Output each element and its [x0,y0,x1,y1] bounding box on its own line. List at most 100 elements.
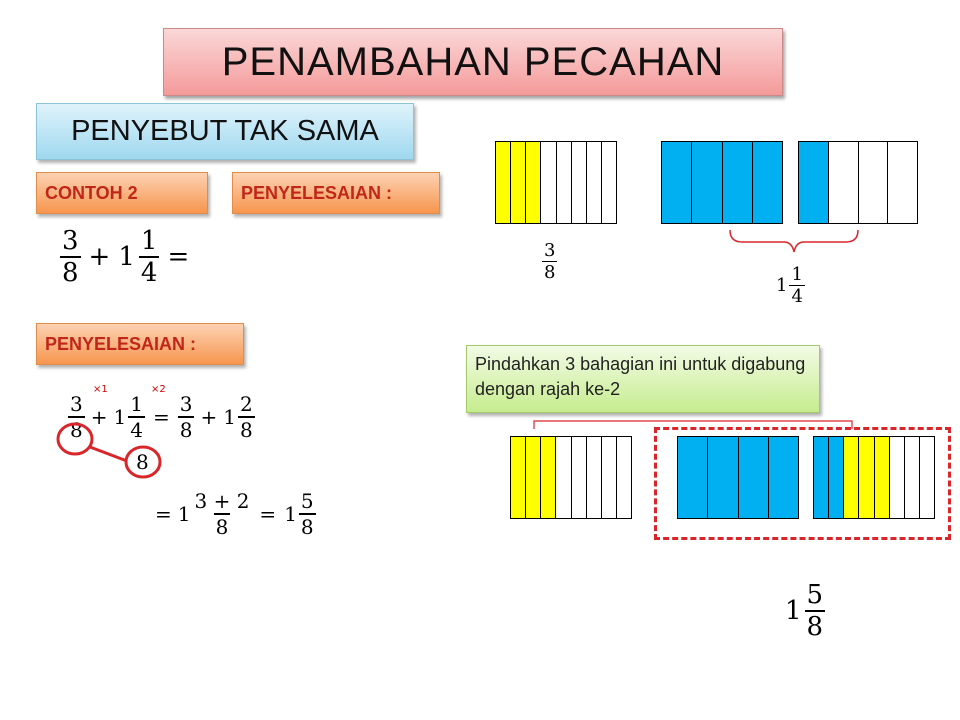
top-a-cell [526,142,542,223]
question-plus: + [88,242,111,272]
strip-three-eighths [495,141,617,224]
solution-label-left: PENYELESAIAN : [36,323,244,365]
work2-eq: = [155,502,172,526]
label-3-8-num: 3 [544,240,556,261]
work2-frac: 3 + 2 8 [193,489,252,539]
work-d-den: 8 [237,416,255,442]
multiplier-2: ×2 [151,384,166,395]
circle-den-8 [56,422,94,456]
page-title: PENAMBAHAN PECAHAN [163,28,783,96]
work-d-whole: 1 [223,405,236,429]
work-c-num: 3 [179,392,193,416]
bot-c-cell [829,437,845,518]
top-b-cell [662,142,693,223]
work-plus2: + [200,405,218,429]
result-fraction: 1 5 8 [785,580,826,642]
result-whole: 1 [785,596,802,626]
question-den2: 4 [138,256,160,288]
multiplier-1: ×1 [93,384,108,395]
work2-frac2: 5 8 [298,489,316,539]
dashed-group-frame [654,427,951,540]
result-den: 8 [804,610,826,642]
bot-a-cell [571,437,587,518]
bot-a-cell [511,437,527,518]
question-num: 3 [62,226,79,256]
work2-whole2: 1 [284,502,297,526]
top-c-cell [799,142,829,223]
work2-den: 8 [213,513,231,539]
question-whole: 1 [118,242,135,272]
solution-label-top: PENYELESAIAN : [232,172,440,214]
label-1-1-4-whole: 1 [776,275,788,296]
bot-c-cell [844,437,860,518]
work-frac-b: 1 4 [128,392,145,442]
top-c-cell [858,142,889,223]
work2-den2: 8 [298,513,316,539]
strip-whole-one [661,141,783,224]
work-frac-d: 2 8 [237,392,255,442]
work-c-den: 8 [177,416,195,442]
working-line-1: 3 8 + 1 1 4 = 3 8 + 1 2 8 [68,392,255,442]
brace [729,229,859,253]
work-frac-c: 3 8 [177,392,195,442]
top-a-cell [556,142,572,223]
lcd-value: 8 [136,450,149,474]
bot-a-cell [601,437,617,518]
bot-b-cell [678,437,709,518]
label-1-1-4-num: 1 [791,264,803,285]
top-c-cell [888,142,917,223]
top-a-cell [496,142,512,223]
top-b-cell [692,142,723,223]
label-three-eighths: 3 8 [542,240,558,283]
question-fraction-b: 1 4 [138,226,160,288]
bot-a-cell [556,437,572,518]
strip-moved-parts [510,436,632,519]
result-num: 5 [806,580,824,610]
strip-one-quarter [798,141,918,224]
question-equals: = [167,242,190,272]
lcd-circles [56,422,162,479]
top-b-cell [722,142,753,223]
note-bracket [533,420,853,429]
work-d-num: 2 [239,392,253,416]
work-b-den: 4 [128,416,145,442]
strip-bottom-whole [677,436,799,519]
top-a-cell [601,142,616,223]
note-callout: Pindahkan 3 bahagian ini untuk digabung … [466,345,820,413]
bot-c-cell [919,437,934,518]
working-line-2: = 1 3 + 2 8 = 1 5 8 [155,489,316,539]
label-one-quarter: 1 1 4 [776,264,805,307]
bot-a-cell [586,437,602,518]
work-plus: + [90,405,108,429]
top-c-cell [828,142,859,223]
bot-a-cell [616,437,631,518]
example-label: CONTOH 2 [36,172,208,214]
bot-b-cell [738,437,769,518]
top-a-cell [541,142,557,223]
strip-combined [813,436,935,519]
bot-c-cell [814,437,830,518]
work2-whole: 1 [177,502,191,526]
bot-c-cell [859,437,875,518]
work-a-num: 3 [70,392,83,416]
bot-c-cell [904,437,920,518]
question-expression: 3 8 + 1 1 4 = [60,226,189,288]
question-num2: 1 [140,226,158,256]
bot-a-cell [526,437,542,518]
circle-connector [89,445,128,463]
label-1-1-4-den: 4 [789,285,805,307]
bot-c-cell [874,437,890,518]
top-b-cell [752,142,782,223]
top-a-cell [586,142,602,223]
work-b-whole: 1 [113,405,127,429]
bot-b-cell [768,437,798,518]
work-eq: = [152,405,170,429]
top-a-cell [511,142,527,223]
label-3-8-den: 8 [542,261,558,283]
question-fraction-a: 3 8 [60,226,81,288]
work2-num: 3 + 2 [194,489,250,513]
bot-c-cell [889,437,905,518]
work2-eq2: = [259,502,277,526]
top-a-cell [571,142,587,223]
subtitle: PENYEBUT TAK SAMA [36,103,414,160]
